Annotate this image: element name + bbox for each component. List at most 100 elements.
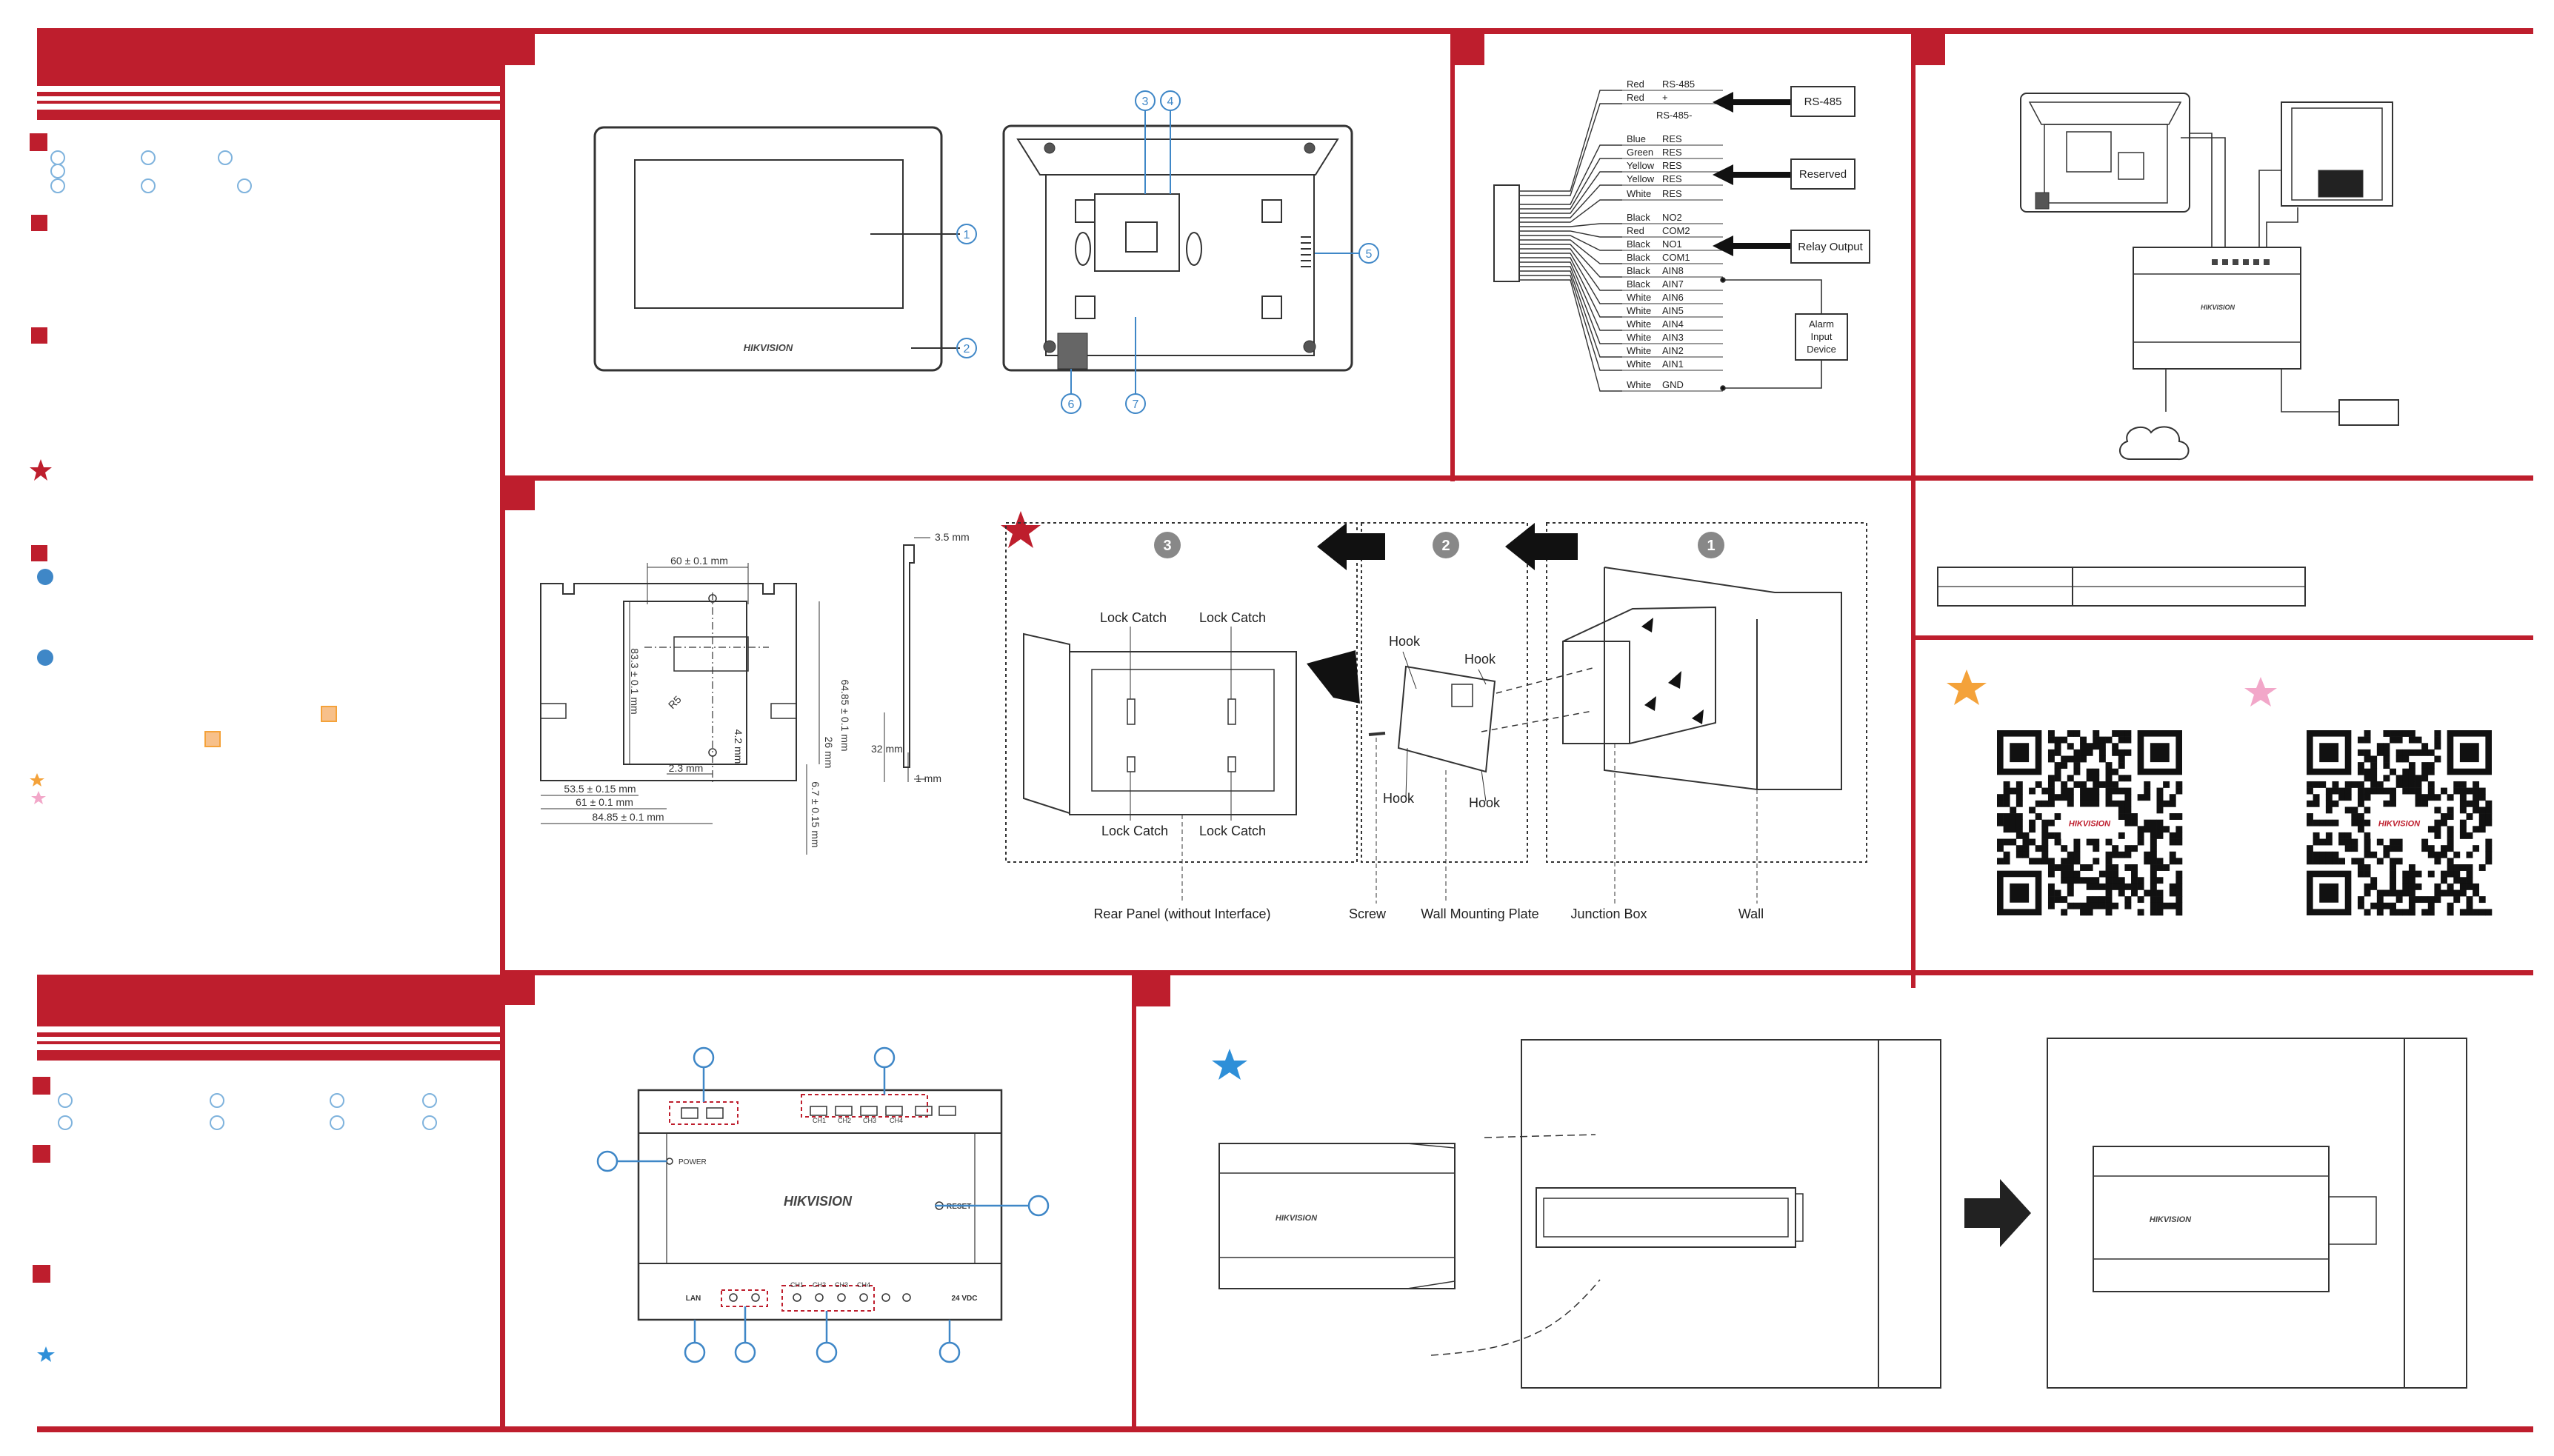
orange-square-icon [204, 731, 221, 747]
qr-panel: HIKVISION HIKVISION [1947, 669, 2493, 916]
ch-label: CH2 [838, 1117, 851, 1124]
left-column-upper [30, 33, 501, 804]
wire-fan-line [1519, 244, 1622, 278]
dim-label: 60 ± 0.1 mm [670, 555, 728, 567]
ch-label: CH3 [835, 1281, 848, 1289]
distributor-logo: HIKVISION [784, 1194, 853, 1209]
wire-fan-line [1519, 235, 1622, 251]
wire-color-label: Black [1627, 252, 1650, 263]
wire-color-label: White [1627, 332, 1651, 343]
wire-signal-label: RES [1662, 160, 1682, 171]
wire-color-label: White [1627, 318, 1651, 330]
plate-side-view [903, 544, 915, 768]
callout-6: 6 [1068, 398, 1075, 411]
callout-4: 4 [1167, 96, 1174, 108]
wire-signal-label: RES [1662, 188, 1682, 199]
monitor-appearance-diagram: HIKVISION 1 2 [593, 90, 1379, 414]
step-badge-2: 2 [1441, 538, 1450, 554]
distributor-side-left [1218, 1143, 1456, 1289]
screw-label: Screw [1349, 906, 1387, 921]
distributor-appearance-diagram: POWER RESET LAN 24 VDC HIKVISION CH1 CH2… [596, 1046, 1050, 1363]
wire-signal-label: GND [1662, 379, 1684, 390]
wire-color-label: Yellow [1627, 173, 1655, 184]
wire-fan-line [1519, 103, 1622, 196]
wire-signal-label: RES [1662, 147, 1682, 158]
distributor-side-mounted [2093, 1146, 2330, 1292]
dim-label: 2.3 mm [669, 762, 704, 774]
wire-color-label: White [1627, 188, 1651, 199]
din-rail-mounting-diagram: HIKVISION HIKVISION [1212, 1038, 2467, 1389]
wire-fan-line [1519, 199, 1622, 223]
lock-catch-label: Lock Catch [1199, 610, 1266, 625]
wire-signal-label: NO2 [1662, 212, 1682, 223]
panel-frame [37, 28, 2533, 1432]
wire-signal-label: COM2 [1662, 225, 1690, 236]
wall-plate-label: Wall Mounting Plate [1421, 906, 1538, 921]
callout-7: 7 [1133, 398, 1139, 411]
wire-signal-label: NO1 [1662, 238, 1682, 250]
alarm-box-line: Device [1807, 344, 1836, 355]
alarm-box-line: Input [1811, 331, 1833, 342]
reserved-box [1790, 158, 1856, 190]
wire-color-label: White [1627, 305, 1651, 316]
rear-panel-label: Rear Panel (without Interface) [1093, 906, 1270, 921]
wire-fan-line [1519, 239, 1622, 264]
dim-label: 83.3 ± 0.1 mm [629, 648, 641, 714]
wire-color-label: White [1627, 379, 1651, 390]
wire-fan-line [1519, 230, 1622, 238]
wire-signal-label: AIN1 [1662, 358, 1684, 370]
pink-star-icon [31, 791, 46, 804]
title-banner [37, 33, 501, 86]
power-label: POWER [678, 1158, 707, 1166]
lock-catch-label: Lock Catch [1100, 610, 1167, 625]
wire-fan-line [1519, 171, 1622, 214]
wire-fan-line [1519, 223, 1622, 227]
wire-fan-line [1519, 144, 1622, 205]
wire-color-label: White [1627, 358, 1651, 370]
topology-logo: HIKVISION [2201, 304, 2235, 311]
ch-label: CH1 [790, 1281, 804, 1289]
wire-color-label: Red [1627, 79, 1644, 90]
wire-fan-line [1519, 279, 1622, 392]
wire-color-label: Red [1627, 92, 1644, 103]
wire-fan-line [1519, 261, 1622, 331]
qr-code-right: HIKVISION [2307, 730, 2493, 916]
topology-door-station [2281, 101, 2393, 207]
pink-star-icon [2244, 677, 2277, 707]
step-2-area [1361, 522, 1528, 863]
wire-fan-line [1519, 275, 1622, 371]
left-column-lower [33, 975, 501, 1362]
section-bullet [31, 327, 47, 344]
wire-color-label: Black [1627, 212, 1650, 223]
wire-fan-line [1519, 248, 1622, 291]
wire-fan-line [1519, 253, 1622, 304]
blue-star-icon [1212, 1049, 1247, 1080]
din-rail-panel [1521, 1039, 1941, 1389]
wire-color-label: Black [1627, 265, 1650, 276]
junction-box [1562, 606, 1716, 744]
wire-color-label: Black [1627, 238, 1650, 250]
monitor-rear [1002, 124, 1353, 372]
wire-color-label: Red [1627, 225, 1644, 236]
ch-label: CH4 [857, 1281, 870, 1289]
ch-label: CH4 [890, 1117, 903, 1124]
dim-label: 64.85 ± 0.1 mm [839, 679, 851, 751]
wire-color-label: White [1627, 292, 1651, 303]
wall-block [1604, 567, 1842, 790]
next-step-arrow-icon [1964, 1179, 2031, 1247]
din-mounted-logo: HIKVISION [2150, 1215, 2192, 1224]
section-bullet [33, 1077, 50, 1095]
ch-label: CH1 [813, 1117, 826, 1124]
dim-label: 6.7 ± 0.15 mm [810, 781, 821, 847]
wire-color-label: Black [1627, 278, 1650, 290]
dc-label: 24 VDC [951, 1295, 977, 1303]
red-star-icon [1001, 511, 1041, 548]
rs485-box-label: RS-485 [1804, 96, 1842, 108]
din-rail [1536, 1187, 1796, 1248]
wire-signal-label: AIN8 [1662, 265, 1684, 276]
red-star-icon [30, 459, 52, 481]
wire-signal-label: AIN7 [1662, 278, 1684, 290]
